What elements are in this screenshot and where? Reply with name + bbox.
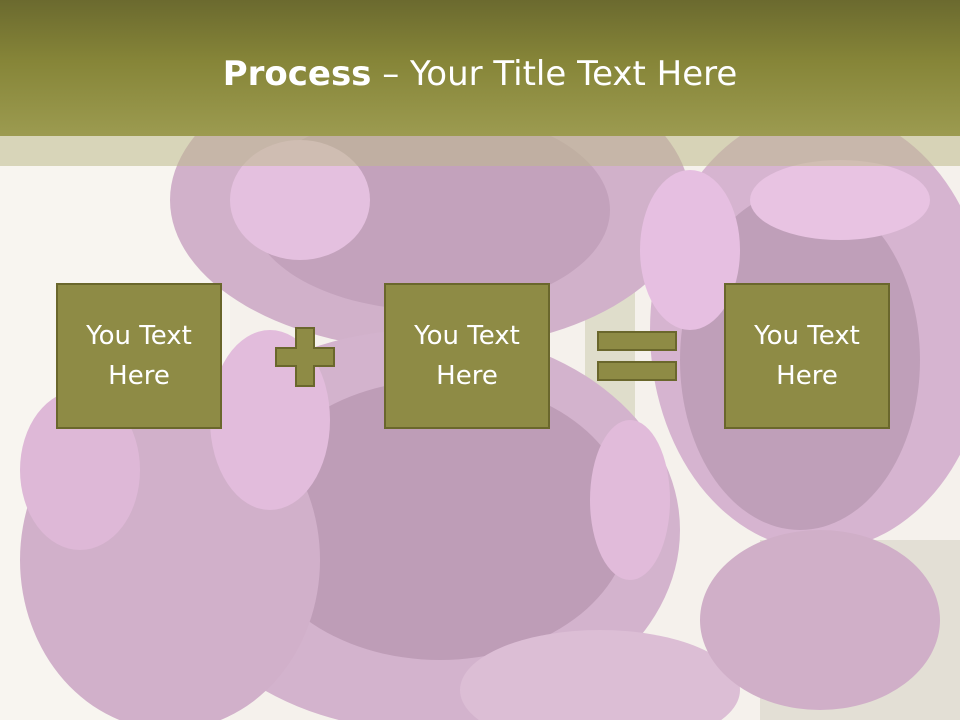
slide-title-bold: Process <box>222 54 372 94</box>
title-underlay-strip <box>0 136 960 166</box>
slide-title: Process – Your Title Text Here <box>0 52 960 96</box>
process-box-1-label: You Text Here <box>86 321 192 391</box>
slide-title-rest: – Your Title Text Here <box>371 54 738 94</box>
plus-icon <box>275 327 335 387</box>
process-box-1[interactable]: You Text Here <box>56 283 222 429</box>
equals-icon <box>597 331 677 381</box>
process-box-2[interactable]: You Text Here <box>384 283 550 429</box>
process-box-3-label: You Text Here <box>754 321 860 391</box>
process-box-2-label: You Text Here <box>414 321 520 391</box>
title-bar <box>0 0 960 136</box>
process-box-3[interactable]: You Text Here <box>724 283 890 429</box>
